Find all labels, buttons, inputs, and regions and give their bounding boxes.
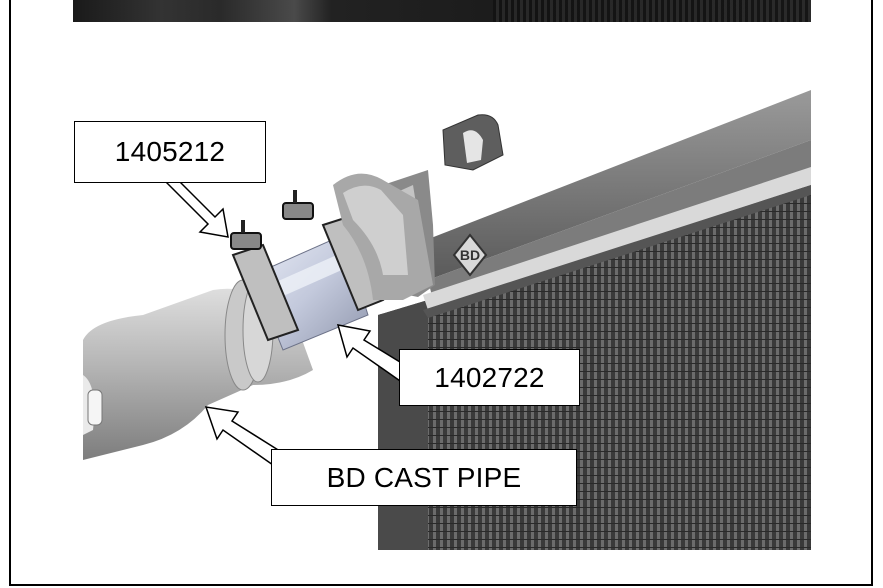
callout-bd-cast-pipe: BD CAST PIPE [271,449,577,506]
radiator-pipe-render: BD [83,90,811,550]
arrow-pipe [204,406,285,467]
arrow-coupler [336,324,415,385]
callout-1402722: 1402722 [399,349,580,406]
bd-logo: BD [460,247,480,263]
top-photo-strip [73,0,811,22]
arrow-clamp [154,165,229,238]
callout-1405212: 1405212 [74,121,266,183]
